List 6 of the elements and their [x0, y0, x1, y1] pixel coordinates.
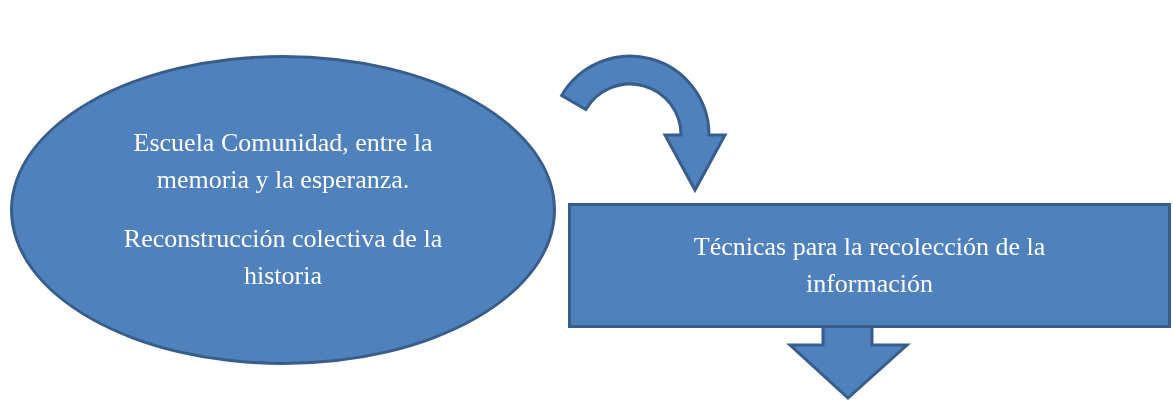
down-block-arrow [786, 326, 911, 401]
node-text: Técnicas para la recolección de la información [692, 230, 1047, 300]
process-box [568, 203, 1171, 328]
node-text: Escuela Comunidad, entre la memoria y la esperanza. [132, 127, 434, 197]
curved-block-arrow [560, 54, 727, 192]
node-text: Reconstrucción colectiva de la historia [122, 223, 444, 292]
